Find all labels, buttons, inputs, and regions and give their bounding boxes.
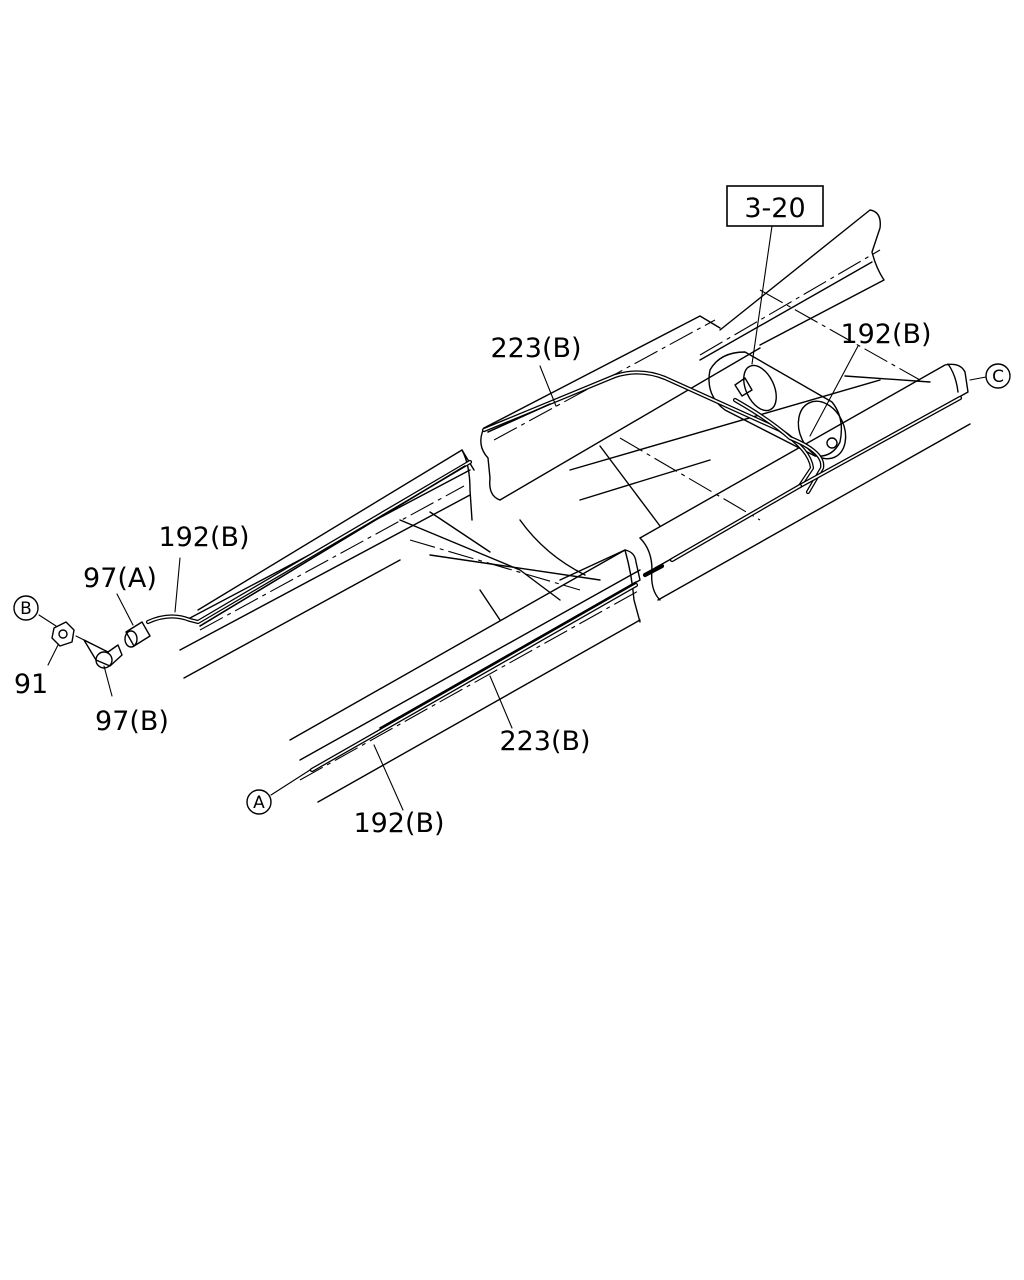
- brake-pipes: [145, 370, 963, 773]
- label-connector-b: 97(B): [95, 706, 169, 737]
- reference-box: [726, 185, 824, 227]
- callout-b: B: [13, 595, 39, 621]
- label-clip-top: 223(B): [490, 333, 581, 364]
- callout-a-label: A: [253, 793, 265, 813]
- label-pipe-bottom: 192(B): [353, 808, 444, 839]
- callout-c: C: [985, 363, 1011, 389]
- chassis-frame: [179, 209, 971, 803]
- label-nut: 91: [14, 669, 48, 700]
- label-clip-bottom: 223(B): [499, 726, 590, 757]
- callout-c-label: C: [992, 367, 1004, 387]
- reference-box-label: 3-20: [744, 193, 805, 224]
- label-pipe-top-right: 192(B): [840, 319, 931, 350]
- callout-b-label: B: [20, 599, 32, 619]
- callout-a: A: [246, 789, 272, 815]
- connector-assembly: [51, 621, 151, 669]
- label-connector-a: 97(A): [83, 563, 157, 594]
- leader-lines: [38, 225, 987, 811]
- label-pipe-top-left: 192(B): [158, 522, 249, 553]
